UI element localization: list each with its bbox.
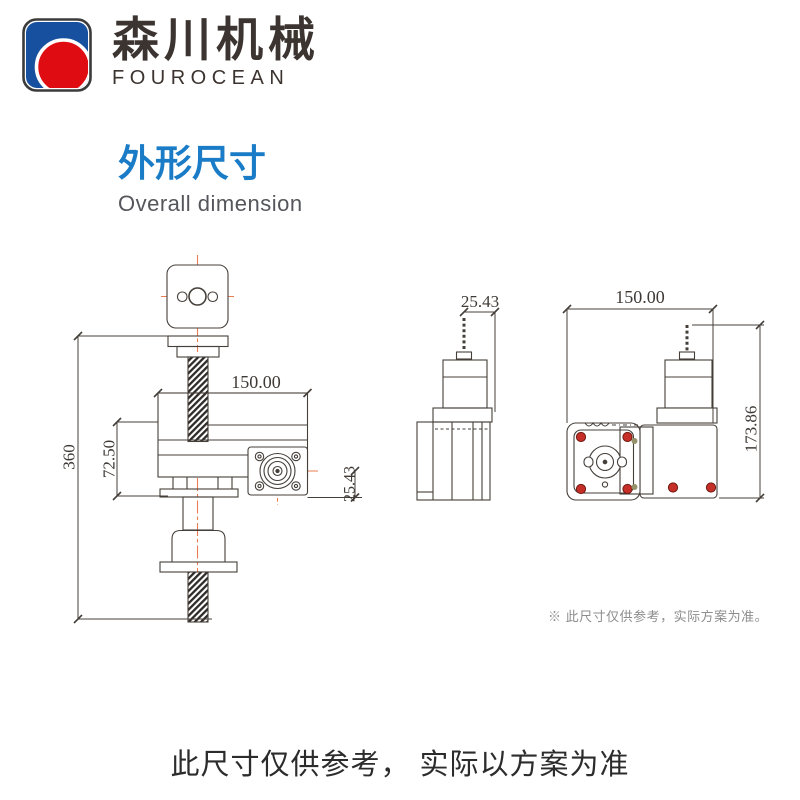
dim-top-width: 150.00: [615, 287, 665, 307]
body-top: [639, 424, 718, 499]
front-view-dimensions: [73, 331, 362, 624]
section-title: 外形尺寸: [118, 143, 266, 184]
dim-total-height: 360: [60, 444, 79, 470]
side-view: 25.43: [416, 292, 500, 501]
top-view-geometry: [566, 325, 718, 501]
side-view-dimensions: [459, 307, 500, 412]
section-subtitle: Overall dimension: [118, 191, 303, 217]
dim-output-offset: 25.43: [342, 466, 359, 502]
screw-dots: [575, 431, 717, 495]
reference-note: ※ 此尺寸仅供参考，实际方案为准。: [548, 609, 769, 624]
lower-motor-block: [171, 529, 226, 562]
brand-logo-icon: [22, 18, 92, 92]
top-view-dimensions: [562, 304, 765, 503]
front-view-geometry: [157, 264, 309, 623]
lead-screw-lower: [187, 571, 209, 623]
front-view: 360 72.50 150.00 25.43: [60, 255, 362, 624]
motor-block-top: [664, 359, 713, 409]
brand-logo: [22, 18, 92, 92]
dim-body-width: 150.00: [231, 372, 281, 392]
brand-name-latin: FOUROCEAN: [112, 66, 290, 89]
brand-logo-text: 森川机械 FOUROCEAN: [112, 14, 320, 90]
brand-name-cjk: 森川机械: [112, 13, 320, 66]
screw-dot-shadows: [631, 438, 638, 490]
dim-screw-offset: 25.43: [461, 292, 499, 311]
side-view-geometry: [416, 318, 493, 501]
top-view: 150.00 173.86: [562, 287, 765, 503]
motor-block-side: [442, 359, 488, 409]
body-side: [416, 421, 491, 501]
section-heading: 外形尺寸 Overall dimension: [118, 142, 303, 217]
footer-disclaimer: 此尺寸仅供参考， 实际以方案为准: [170, 749, 630, 781]
dim-body-height: 72.50: [100, 440, 119, 478]
dim-top-depth: 173.86: [742, 406, 761, 453]
